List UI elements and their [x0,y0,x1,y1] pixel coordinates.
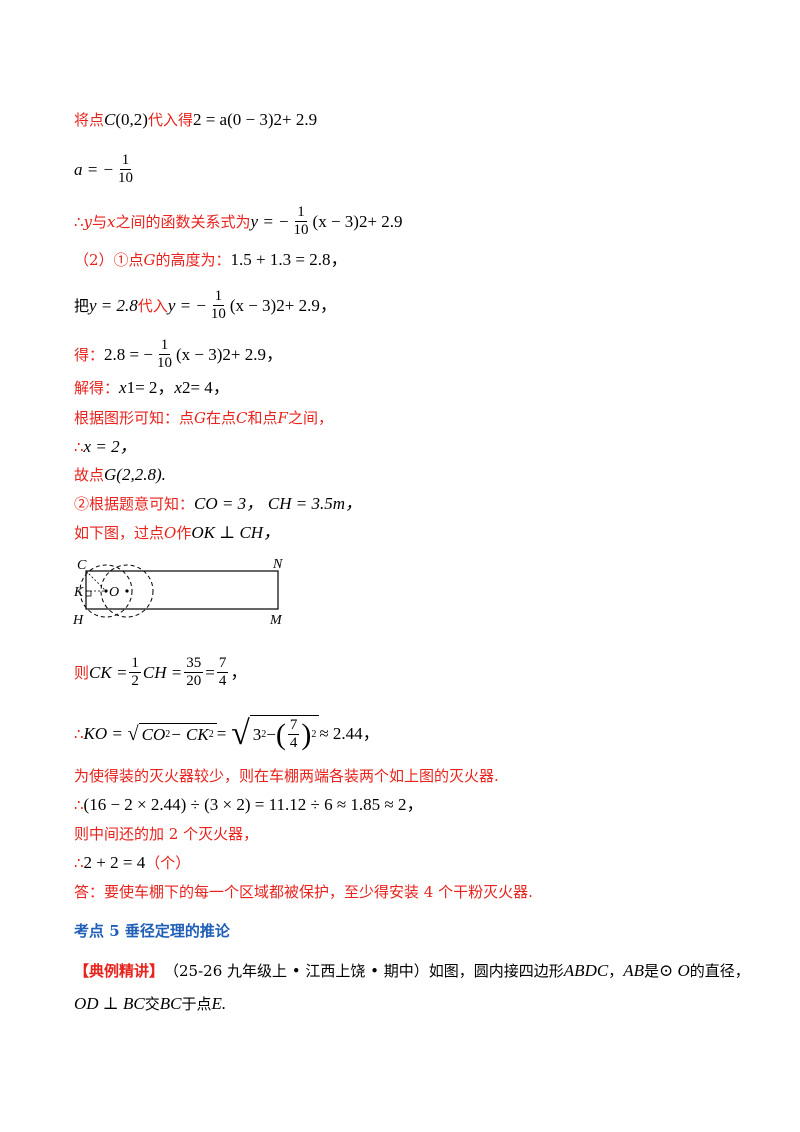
label-o: O [109,585,119,600]
math: a = − [74,159,114,179]
text: 把 [74,296,90,315]
text: （2）①点 [74,251,144,269]
math: + 2.9 [282,110,318,129]
section-heading: 考点 5 垂径定理的推论 [74,922,230,940]
text: 代入 [137,296,168,315]
label-k: K [73,585,84,600]
math: y = 2.8 [89,295,138,315]
line-example: 【典例精讲】 （25-26 九年级上 • 江西上饶 • 期中）如图，圆内接四边形… [74,961,750,980]
label-c: C [77,558,87,573]
line-co-ch: ②根据题意可知：CO = 3， CH = 3.5m， [74,494,363,513]
carport-diagram: C N K O H M [72,557,283,628]
line-x-equals: ∴x = 2， [74,437,137,456]
text: 之间的函数关系式为 [115,212,251,231]
line-answer: 答：要使车棚下的每一个区域都被保护，至少得安装 4 个干粉灭火器. [74,883,533,901]
math: C [104,110,116,129]
carport-rectangle [85,570,279,610]
line-graph-know: 根据图形可知：点 G 在点 C 和点 F 之间， [74,409,333,427]
text: 与 [92,212,108,231]
right-circle [100,564,154,618]
math: y = − [250,211,290,231]
label-h: H [72,613,84,628]
text: 解得： [74,379,120,397]
text: x [107,212,116,231]
text: y [83,212,93,231]
math: y = − [167,295,207,315]
line-od-perp: OD ⊥ BC 交 BC 于点 E. [74,994,227,1013]
math: 2.8 = − [104,344,153,364]
line-calculation: ∴(16 − 2 × 2.44) ÷ (3 × 2) = 11.12 ÷ 6 ≈… [74,795,424,814]
text: ∴ [74,212,84,231]
text: 代入得 [147,111,193,129]
math: 2 = a(0 − 3) [192,110,274,129]
co-line [85,570,107,592]
center-o-dot [104,589,108,593]
math: 1.5 + 1.3 = 2.8， [230,250,348,269]
left-circle [79,564,133,618]
label-m: M [269,613,283,628]
line-middle-add: 则中间还的加 2 个灭火器， [74,825,259,843]
math: 0,2 [121,110,143,129]
text: 将点 [74,111,105,129]
math: (x − 3) [312,211,359,231]
line-fewer-extinguishers: 为使得装的灭火器较少，则在车棚两端各装两个如上图的灭火器. [74,767,499,785]
right-angle-mark [85,590,92,597]
line-substitute-point-c: 将点 C (0,2) 代入得 2 = a(0 − 3)2 + 2.9 [74,110,318,129]
text: 得： [74,345,105,364]
math: 2 [273,110,283,129]
label-n: N [272,557,283,572]
text: G [143,251,156,269]
text: 的高度为： [155,251,231,269]
line-height-g: （2）①点 G 的高度为： 1.5 + 1.3 = 2.8， [74,250,347,270]
center-dot [125,589,129,593]
line-total: ∴2 + 2 = 4（个） [74,853,191,872]
